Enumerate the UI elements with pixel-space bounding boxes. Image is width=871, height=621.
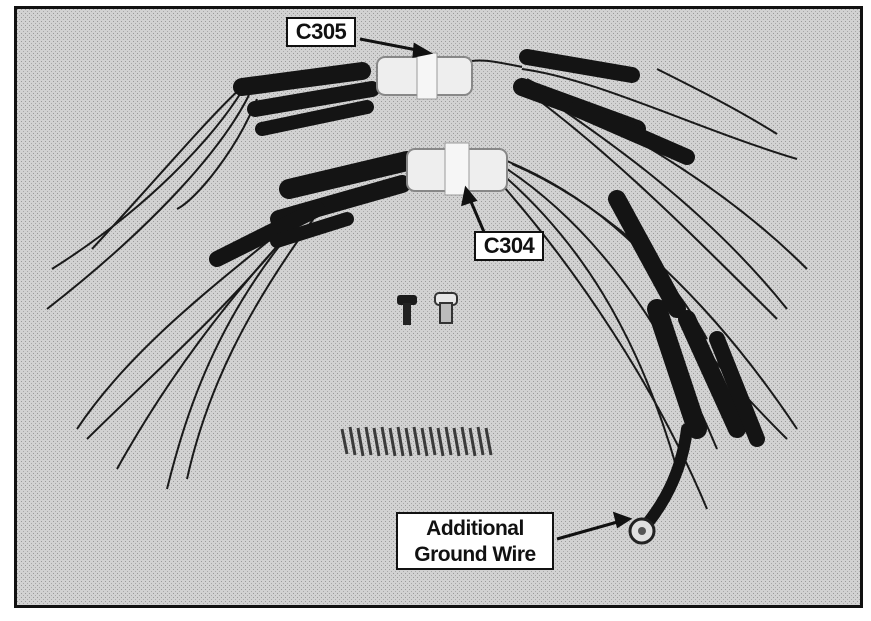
heat-shrink-strips [340, 426, 493, 457]
label-c304: C304 [474, 231, 544, 261]
c304-connector [406, 142, 508, 196]
c305-connector [376, 52, 473, 100]
label-additional-ground-wire: Additional Ground Wire [396, 512, 554, 570]
wiring-harness-photo [17, 9, 860, 605]
ground-wire [628, 423, 693, 545]
screw-pair [397, 292, 458, 325]
upper-sleeves [233, 49, 695, 165]
label-ground-line2: Ground Wire [414, 543, 536, 566]
background-texture [17, 9, 860, 605]
lower-sleeves [209, 151, 765, 447]
label-ground-line1: Additional [426, 517, 524, 540]
photo-frame [14, 6, 863, 608]
label-c305: C305 [286, 17, 356, 47]
